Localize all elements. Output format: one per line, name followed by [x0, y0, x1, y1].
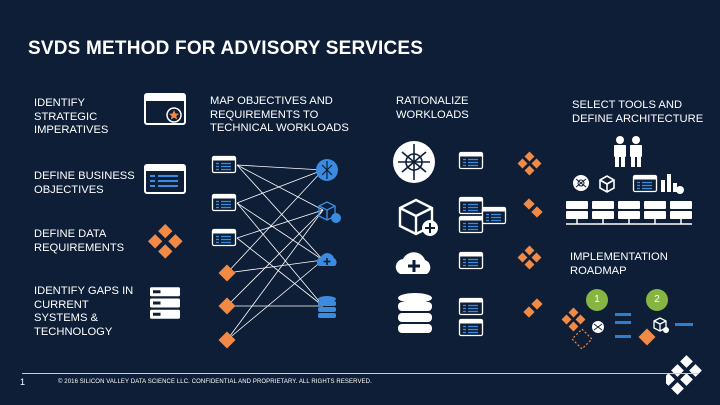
architecture-diagram [563, 135, 698, 230]
mapping-diagram [205, 148, 355, 360]
copyright-text: © 2016 SILICON VALLEY DATA SCIENCE LLC. … [58, 379, 372, 385]
heading-implementation-roadmap: IMPLEMENTATION ROADMAP [570, 251, 668, 277]
roadmap-diagram [553, 287, 698, 357]
label-data-requirements: DEFINE DATA REQUIREMENTS [34, 228, 125, 254]
roadmap-step-2: 2 [654, 294, 660, 305]
svds-logo-icon [666, 355, 706, 395]
label-business-objectives: DEFINE BUSINESS OBJECTIVES [34, 170, 135, 196]
footer-rule [22, 373, 698, 374]
slide-title: SVDS METHOD FOR ADVISORY SERVICES [28, 38, 424, 59]
roadmap-step-1: 1 [594, 294, 600, 305]
heading-select-tools: SELECT TOOLS AND DEFINE ARCHITECTURE [572, 99, 704, 125]
label-identify-gaps: IDENTIFY GAPS IN CURRENT SYSTEMS & TECHN… [34, 285, 134, 338]
rationalize-diagram [390, 138, 560, 343]
heading-map-objectives: MAP OBJECTIVES AND REQUIREMENTS TO TECHN… [210, 95, 349, 134]
heading-rationalize: RATIONALIZE WORKLOADS [396, 95, 469, 121]
diamond-cluster-icon [148, 224, 184, 260]
browser-star-icon [144, 93, 186, 125]
page-number: 1 [20, 377, 26, 387]
label-strategic-imperatives: IDENTIFY STRATEGIC IMPERATIVES [34, 97, 109, 136]
server-stack-icon [150, 286, 180, 320]
browser-list-icon [144, 164, 186, 194]
